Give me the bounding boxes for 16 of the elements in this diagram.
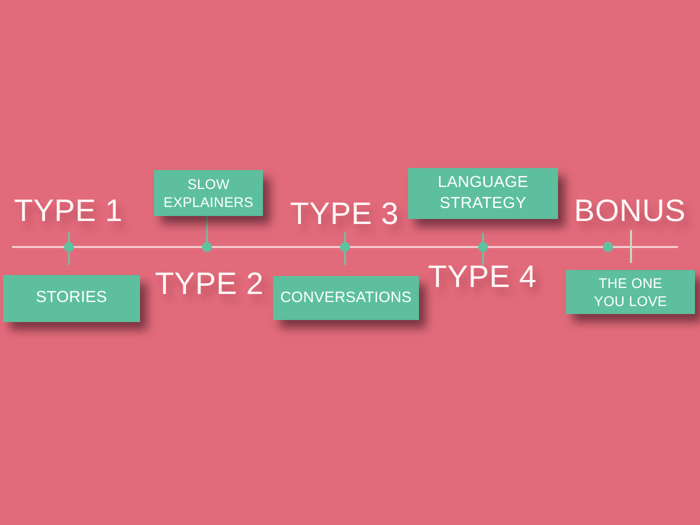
- timeline-dot: [202, 242, 212, 252]
- type-heading: TYPE 4: [428, 261, 537, 292]
- type-heading: TYPE 3: [290, 198, 399, 229]
- timeline-dot: [603, 242, 613, 252]
- category-box: LANGUAGE STRATEGY: [408, 168, 558, 219]
- connector-line: [206, 216, 208, 242]
- type-heading: BONUS: [574, 195, 686, 226]
- timeline-dot: [478, 242, 488, 252]
- category-box: THE ONE YOU LOVE: [566, 270, 695, 314]
- type-heading: TYPE 2: [155, 268, 264, 299]
- category-box: STORIES: [3, 275, 140, 322]
- timeline-dot: [64, 242, 74, 252]
- category-box: SLOW EXPLAINERS: [154, 170, 263, 216]
- category-box: CONVERSATIONS: [273, 276, 419, 320]
- type-heading: TYPE 1: [14, 195, 123, 226]
- timeline-dot: [340, 242, 350, 252]
